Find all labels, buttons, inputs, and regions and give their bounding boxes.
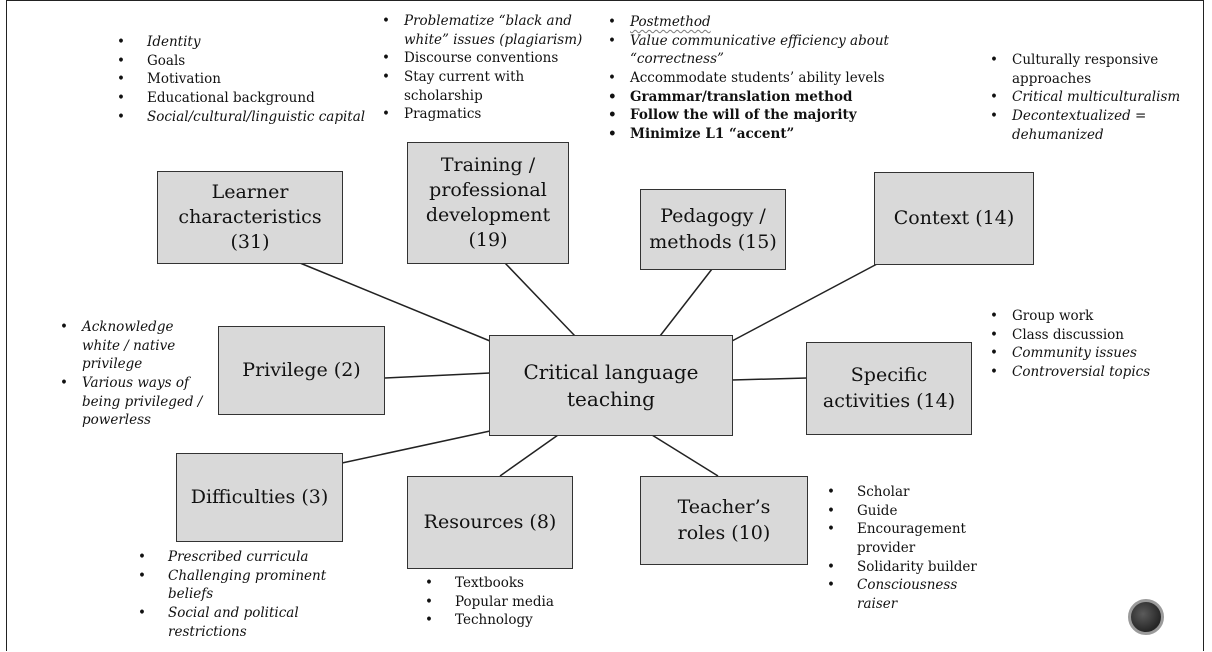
note-item: Educational background: [117, 89, 377, 108]
context-notes: Culturally responsive approachesCritical…: [990, 51, 1200, 144]
node-resources-label: Resources (8): [423, 510, 557, 533]
connector-difficulties: [341, 430, 491, 464]
node-activities-label: Specific activities (14): [822, 364, 956, 412]
connector-pedagogy: [659, 268, 713, 337]
note-item: Follow the will of the majority: [608, 106, 908, 125]
note-item: Identity: [117, 33, 377, 52]
note-item: Controversial topics: [990, 363, 1190, 382]
note-item: Discourse conventions: [382, 49, 604, 68]
note-item: Social/cultural/linguistic capital: [117, 108, 377, 127]
note-item: Popular media: [425, 593, 625, 612]
node-specific-activities: Specific activities (14): [806, 342, 972, 435]
note-item: Accommodate students’ ability levels: [608, 69, 908, 88]
connector-learner: [299, 262, 491, 342]
connector-roles: [651, 434, 719, 477]
note-item: Pragmatics: [382, 105, 604, 124]
note-item: Problematize “black and white” issues (p…: [382, 12, 604, 49]
center-node-label: Critical language teaching: [523, 360, 699, 411]
difficulties-notes: Prescribed curriculaChallenging prominen…: [138, 548, 368, 641]
note-item: Group work: [990, 307, 1190, 326]
connector-privilege: [384, 372, 491, 379]
privilege-notes: Acknowledge white / native privilegeVari…: [60, 318, 208, 430]
center-node: Critical language teaching: [489, 335, 733, 436]
note-item: Culturally responsive approaches: [990, 51, 1200, 88]
connector-context: [731, 263, 878, 342]
note-item: Decontextualized = dehumanized: [990, 107, 1200, 144]
note-item: Challenging prominent beliefs: [138, 567, 368, 604]
note-item: Community issues: [990, 344, 1190, 363]
slide-frame: [6, 0, 1204, 651]
node-training-label: Training / professional development (19): [425, 153, 551, 252]
note-item: Goals: [117, 52, 377, 71]
learner-notes: IdentityGoalsMotivationEducational backg…: [117, 33, 377, 126]
note-item: Various ways of being privileged / power…: [60, 374, 208, 430]
note-item: Class discussion: [990, 326, 1190, 345]
resources-notes: TextbooksPopular mediaTechnology: [425, 574, 625, 630]
note-item: Scholar: [827, 483, 997, 502]
note-item: Stay current with scholarship: [382, 68, 604, 105]
note-item: Encouragement provider: [827, 520, 997, 557]
node-privilege: Privilege (2): [218, 326, 385, 415]
note-item: Grammar/translation method: [608, 88, 908, 107]
connector-activities: [731, 377, 808, 381]
node-difficulties: Difficulties (3): [176, 453, 343, 542]
training-notes: Problematize “black and white” issues (p…: [382, 12, 604, 124]
note-item: Critical multiculturalism: [990, 88, 1200, 107]
node-learner-label: Learner characteristics (31): [178, 180, 322, 254]
note-item: Technology: [425, 611, 625, 630]
note-item: Guide: [827, 502, 997, 521]
connector-resources: [499, 434, 559, 477]
note-item: Postmethod: [608, 13, 908, 32]
note-item: Textbooks: [425, 574, 625, 593]
note-item: Prescribed curricula: [138, 548, 368, 567]
node-privilege-label: Privilege (2): [242, 358, 361, 381]
connector-training: [504, 262, 576, 337]
node-pedagogy: Pedagogy / methods (15): [640, 189, 786, 270]
note-item: Acknowledge white / native privilege: [60, 318, 208, 374]
note-item: Consciousness raiser: [827, 576, 997, 613]
pedagogy-notes: PostmethodValue communicative efficiency…: [608, 13, 908, 143]
note-item: Motivation: [117, 70, 377, 89]
note-item: Minimize L1 “accent”: [608, 125, 908, 144]
roles-notes: ScholarGuideEncouragement providerSolida…: [827, 483, 997, 613]
note-item: Social and political restrictions: [138, 604, 368, 641]
node-training: Training / professional development (19): [407, 142, 569, 264]
logo-icon: [1128, 599, 1164, 635]
activities-notes: Group workClass discussionCommunity issu…: [990, 307, 1190, 382]
node-roles-label: Teacher’s roles (10): [677, 496, 771, 544]
note-item: Value communicative efficiency about “co…: [608, 32, 908, 69]
node-context: Context (14): [874, 172, 1034, 265]
node-context-label: Context (14): [893, 206, 1015, 229]
node-pedagogy-label: Pedagogy / methods (15): [649, 205, 777, 253]
node-teachers-roles: Teacher’s roles (10): [640, 476, 808, 565]
node-resources: Resources (8): [407, 476, 573, 569]
note-item: Solidarity builder: [827, 558, 997, 577]
node-difficulties-label: Difficulties (3): [190, 485, 329, 508]
node-learner-characteristics: Learner characteristics (31): [157, 171, 343, 264]
